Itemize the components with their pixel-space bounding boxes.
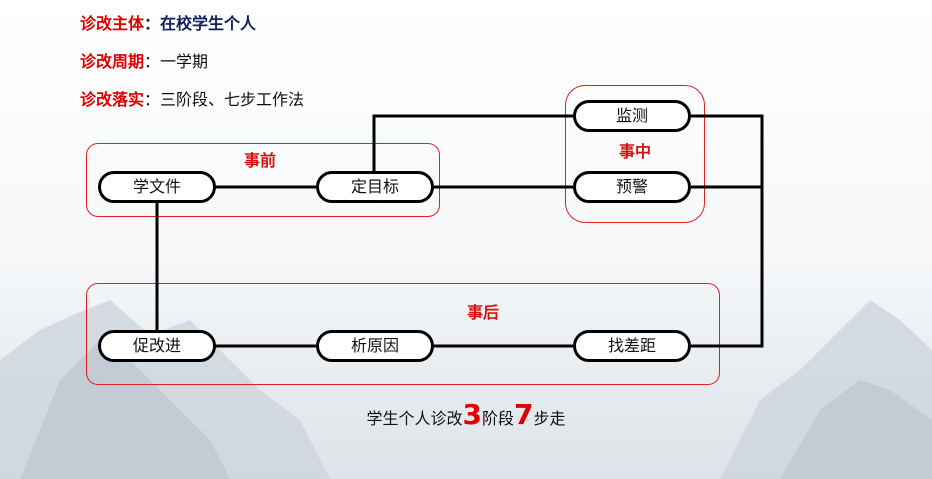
cycle-value: 一学期 <box>160 52 209 71</box>
group-before-label: 事前 <box>243 151 276 170</box>
caption-num-stages: 3 <box>462 398 482 431</box>
step-improve: 促改进 <box>98 330 216 362</box>
caption-num-steps: 7 <box>514 398 534 431</box>
group-during-label: 事中 <box>618 142 651 161</box>
subject-value: 在校学生个人 <box>160 14 257 33</box>
caption-post: 步走 <box>533 409 566 428</box>
implementation-label: 诊改落实 <box>80 90 145 109</box>
caption-pre: 学生个人诊改 <box>366 409 463 428</box>
cycle-label: 诊改周期 <box>80 52 145 71</box>
implementation-sep: ： <box>144 90 161 109</box>
subject-label: 诊改主体 <box>80 14 145 33</box>
step-study: 学文件 <box>98 171 216 203</box>
implementation-value: 三阶段、七步工作法 <box>160 90 305 109</box>
group-after <box>86 283 720 385</box>
step-gap: 找差距 <box>573 330 691 362</box>
group-before <box>86 143 440 217</box>
caption-mid: 阶段 <box>481 409 514 428</box>
cycle-sep: ： <box>144 52 161 71</box>
group-during <box>565 85 705 223</box>
caption: 学生个人诊改3阶段7步走 <box>0 401 932 429</box>
step-goal: 定目标 <box>316 171 434 203</box>
step-cause: 析原因 <box>316 330 434 362</box>
connector-monitor-gap <box>691 114 764 348</box>
header-implementation-line: 诊改落实：三阶段、七步工作法 <box>80 90 304 110</box>
step-monitor: 监测 <box>573 100 691 132</box>
group-after-label: 事后 <box>466 303 499 322</box>
connector-goal-monitor <box>372 114 573 171</box>
subject-sep: ： <box>144 14 161 33</box>
header-subject-line: 诊改主体：在校学生个人 <box>80 14 256 34</box>
step-warn: 预警 <box>573 171 691 203</box>
header-cycle-line: 诊改周期：一学期 <box>80 52 208 72</box>
